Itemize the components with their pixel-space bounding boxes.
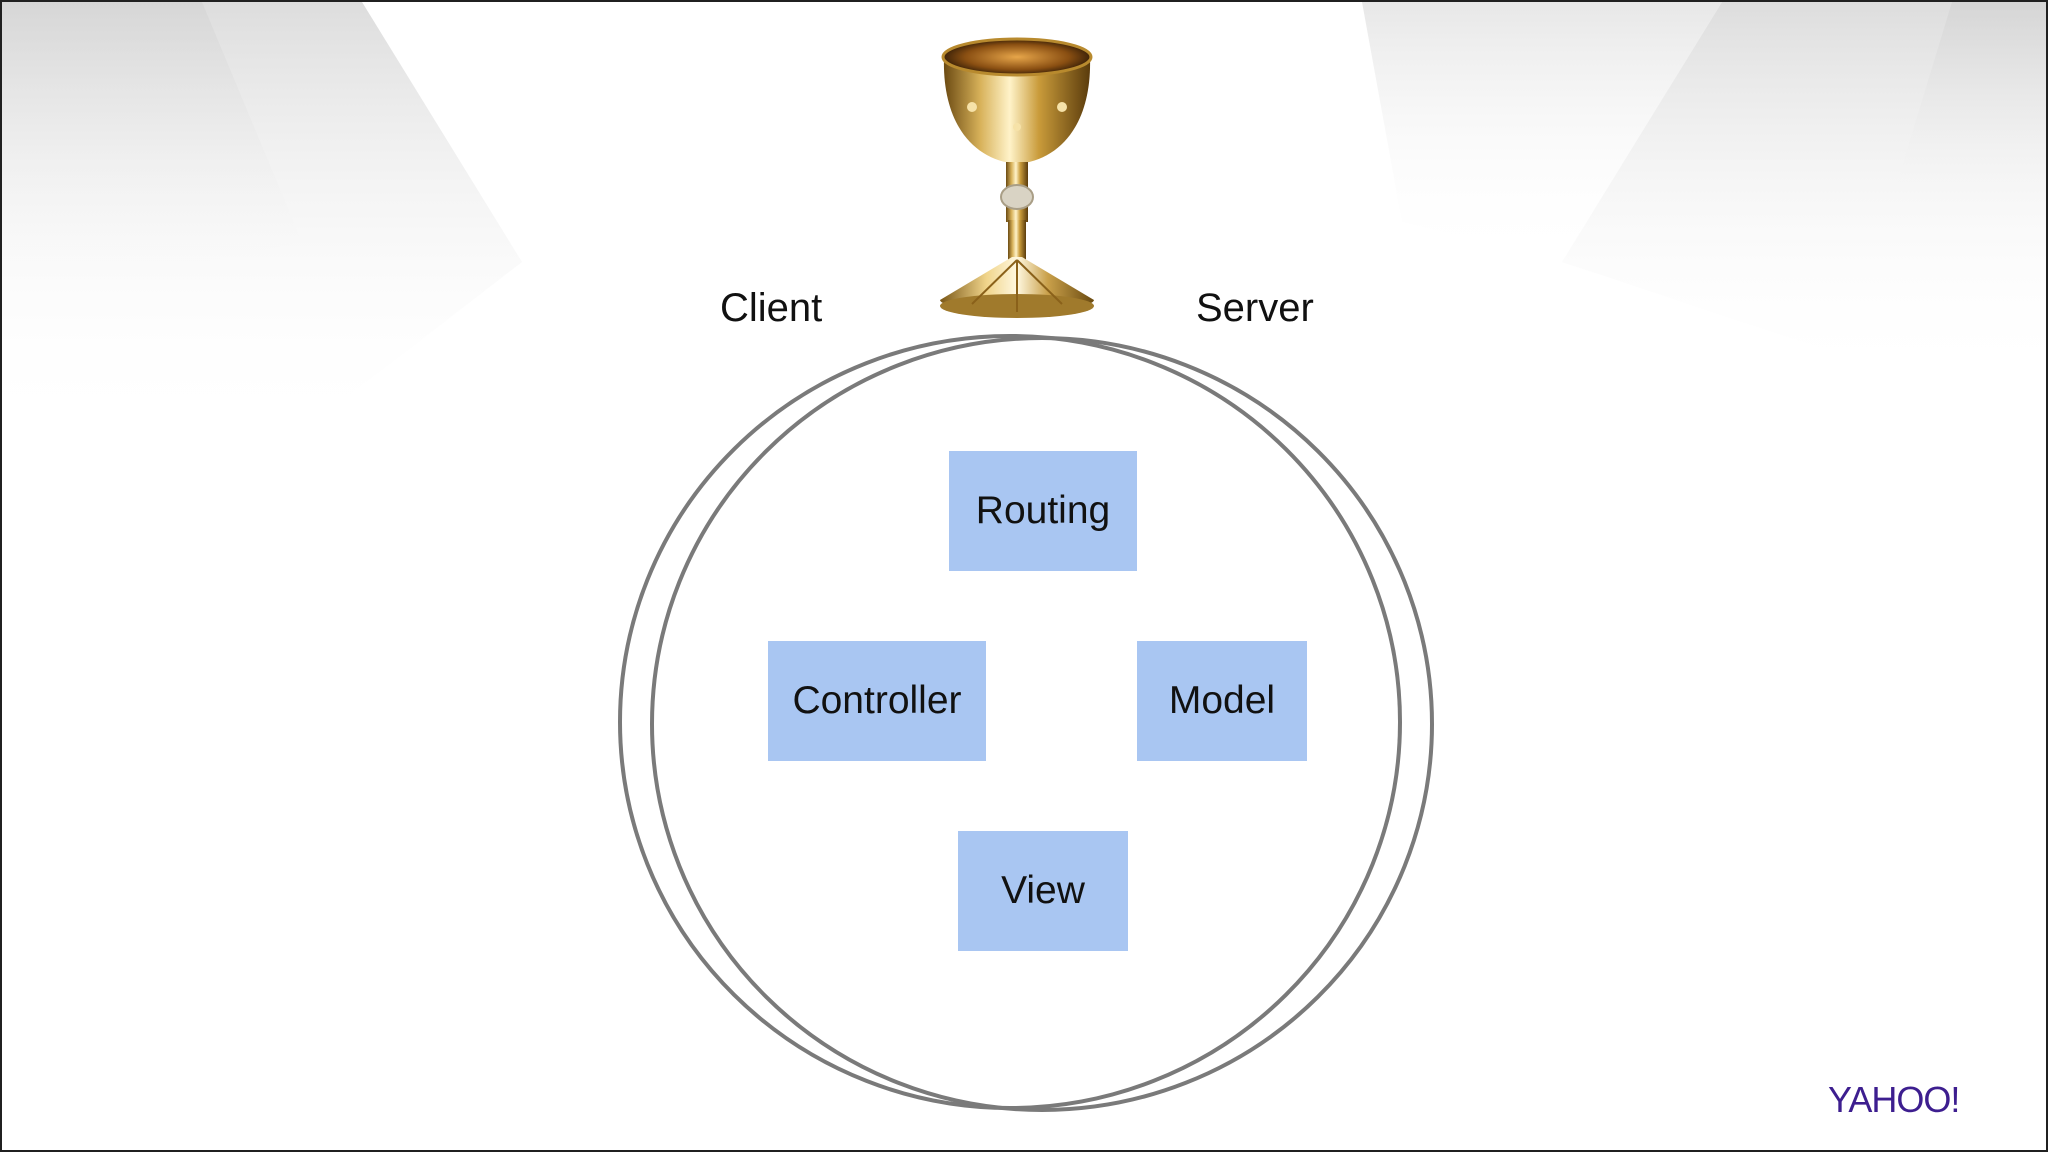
server-circle	[650, 336, 1434, 1112]
server-label: Server	[1196, 286, 1314, 330]
view-box: View	[958, 831, 1128, 951]
chalice-icon	[940, 37, 1094, 318]
client-label: Client	[720, 286, 823, 330]
model-box: Model	[1137, 641, 1307, 761]
routing-box: Routing	[949, 451, 1137, 571]
controller-box: Controller	[768, 641, 986, 761]
yahoo-logo: YAHOO!	[1828, 1079, 1960, 1120]
